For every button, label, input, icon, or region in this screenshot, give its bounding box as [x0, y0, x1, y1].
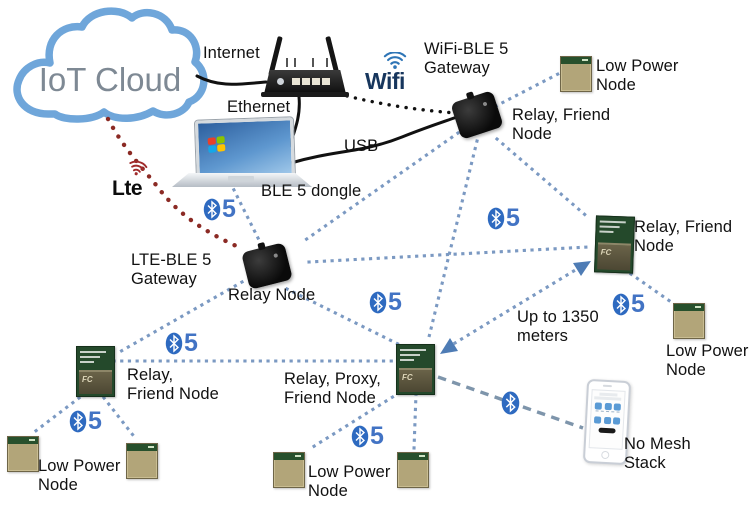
bt5-badge: 5 [203, 197, 236, 222]
label-relay-friend-right: Relay, Friend Node [634, 218, 733, 256]
bt5-label: 5 [222, 195, 236, 223]
phone-screen [588, 389, 626, 450]
label-low-power-right: Low Power Node [666, 342, 749, 380]
bt5-badge: 5 [351, 424, 384, 449]
bluetooth-icon [369, 291, 387, 314]
label-low-power-bc: Low Power Node [308, 463, 391, 501]
bt5-badge: 5 [612, 292, 645, 317]
label-ble5-dongle: BLE 5 dongle [261, 182, 362, 200]
wifi-logo: Wifi [365, 68, 405, 94]
label-relay-node: Relay Node [228, 286, 316, 304]
bluetooth-icon [351, 425, 369, 448]
label-range: Up to 1350 meters [517, 308, 599, 346]
relay-friend-left-module: FC [76, 346, 115, 397]
label-wifi-ble5-gateway: WiFi-BLE 5 Gateway [424, 40, 509, 78]
label-low-power-bl: Low Power Node [38, 457, 121, 495]
fcc-mark: FC [600, 247, 612, 258]
bluetooth-icon [501, 391, 520, 415]
bt5-label: 5 [506, 204, 520, 232]
low-power-node-chip-bc-2 [397, 452, 429, 488]
lte-logo: Lte [112, 177, 143, 200]
bt5-label: 5 [388, 288, 402, 316]
fcc-mark: FC [82, 374, 93, 384]
bluetooth-icon [612, 293, 630, 316]
fcc-mark: FC [402, 372, 413, 382]
wifi-link [345, 94, 458, 115]
low-power-node-chip-bl-1 [7, 436, 39, 472]
label-low-power-top-right: Low Power Node [596, 57, 679, 95]
bt5-badge: 5 [69, 409, 102, 434]
bt5-label: 5 [370, 422, 384, 450]
lte-ble-gateway-device [241, 241, 293, 290]
relay-friend-right-module: FC [594, 215, 635, 274]
bt5-badge: 5 [487, 206, 520, 231]
wifi-ble-gateway-device [450, 90, 504, 140]
iot-cloud-label: IoT Cloud [38, 61, 182, 98]
windows-logo [207, 135, 226, 154]
bluetooth-icon [203, 198, 221, 221]
laptop [172, 117, 312, 189]
lte-waves-icon [129, 160, 148, 176]
low-power-node-chip-bc-1 [273, 452, 305, 488]
phone-button [597, 427, 616, 434]
label-relay-friend-left: Relay, Friend Node [127, 366, 219, 404]
label-relay-proxy-friend: Relay, Proxy, Friend Node [284, 370, 381, 408]
bluetooth-icon [487, 207, 505, 230]
low-power-node-chip-right [673, 303, 705, 339]
bluetooth-icon [69, 410, 87, 433]
bluetooth-icon [165, 332, 183, 355]
label-internet: Internet [203, 44, 260, 62]
low-power-node-chip-top-right [560, 56, 592, 92]
bt-badge [501, 391, 520, 415]
bt5-label: 5 [631, 290, 645, 318]
wifi-waves-icon [383, 52, 407, 69]
bt5-badge: 5 [369, 290, 402, 315]
bt5-label: 5 [88, 407, 102, 435]
label-no-mesh-stack: No Mesh Stack [624, 435, 691, 473]
internet-router [261, 35, 352, 98]
label-usb: USB [344, 137, 379, 155]
label-ethernet: Ethernet [227, 98, 291, 116]
label-relay-friend-top: Relay, Friend Node [512, 106, 611, 144]
internet-cable [195, 74, 268, 86]
label-lte-ble5-gateway: LTE-BLE 5 Gateway [131, 251, 212, 289]
bt5-badge: 5 [165, 331, 198, 356]
relay-proxy-friend-module: FC [396, 344, 435, 395]
low-power-node-chip-bl-2 [126, 443, 158, 479]
bt5-label: 5 [184, 329, 198, 357]
